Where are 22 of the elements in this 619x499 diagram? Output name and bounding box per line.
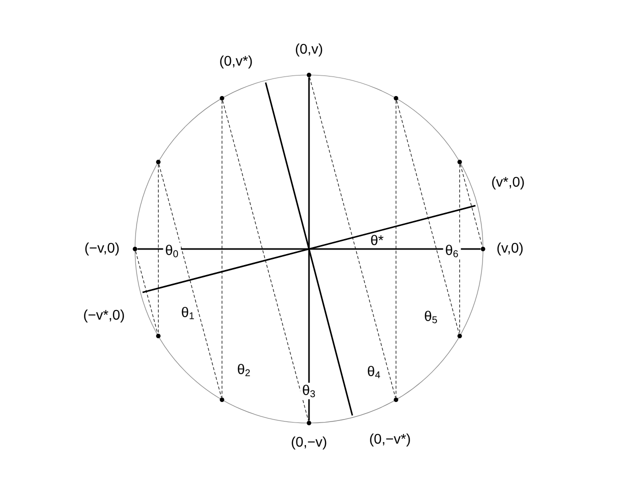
math-label: (0,v*) (220, 55, 252, 69)
math-label: θ$_{3}$ (300, 382, 318, 400)
axis-line (308, 77, 310, 421)
dashed-line (158, 164, 222, 398)
math-label: (v*,0) (492, 176, 524, 190)
math-label: θ$_{6}$ (443, 242, 461, 260)
dashed-line (396, 100, 460, 334)
math-label: θ* (371, 234, 384, 246)
math-label: (0,−v*) (370, 433, 410, 447)
axis-line (137, 248, 481, 250)
dashed-line (222, 100, 309, 421)
dashed-line (135, 251, 158, 334)
coordinate-label: (0,−v) (292, 436, 326, 450)
math-label: (−v*,0) (84, 309, 124, 323)
dashed-line (459, 164, 460, 334)
math-label: θ$_{0}$ (163, 242, 181, 260)
coordinate-label: (v,0) (497, 242, 523, 256)
coordinate-label: (−v,0) (85, 242, 119, 256)
coordinate-label: (0,v) (296, 43, 322, 57)
dashed-line (309, 77, 396, 398)
dashed-line (460, 164, 483, 247)
dashed-line (158, 164, 159, 334)
